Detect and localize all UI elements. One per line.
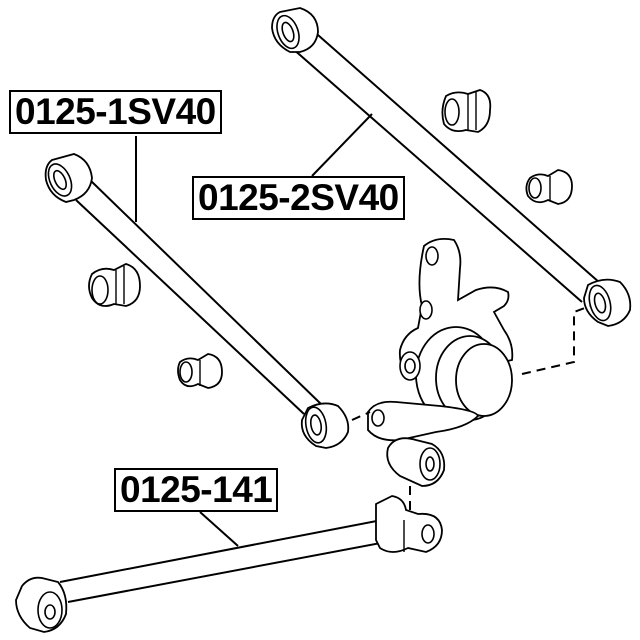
part-label-0125-141: 0125-141 <box>114 468 279 512</box>
bushing-left-large <box>88 263 141 307</box>
steering-knuckle-hub <box>367 237 514 487</box>
bushing-right-large <box>441 89 492 133</box>
part-label-0125-2SV40: 0125-2SV40 <box>192 176 405 220</box>
lateral-arm-right <box>271 7 632 327</box>
part-number-text: 0125-2SV40 <box>198 177 399 218</box>
lateral-arm-left <box>44 153 350 449</box>
bushing-left-small <box>177 353 223 389</box>
part-number-text: 0125-1SV40 <box>15 91 216 132</box>
alignment-dash-right <box>521 305 591 375</box>
part-label-0125-1SV40: 0125-1SV40 <box>9 90 222 134</box>
lower-trailing-arm <box>15 495 443 633</box>
bushing-right-small <box>525 169 573 205</box>
leader-line-0125-141 <box>199 511 239 547</box>
alignment-dash-left <box>351 411 371 421</box>
part-number-text: 0125-141 <box>120 469 273 510</box>
leader-line-0125-2SV40 <box>311 113 373 177</box>
